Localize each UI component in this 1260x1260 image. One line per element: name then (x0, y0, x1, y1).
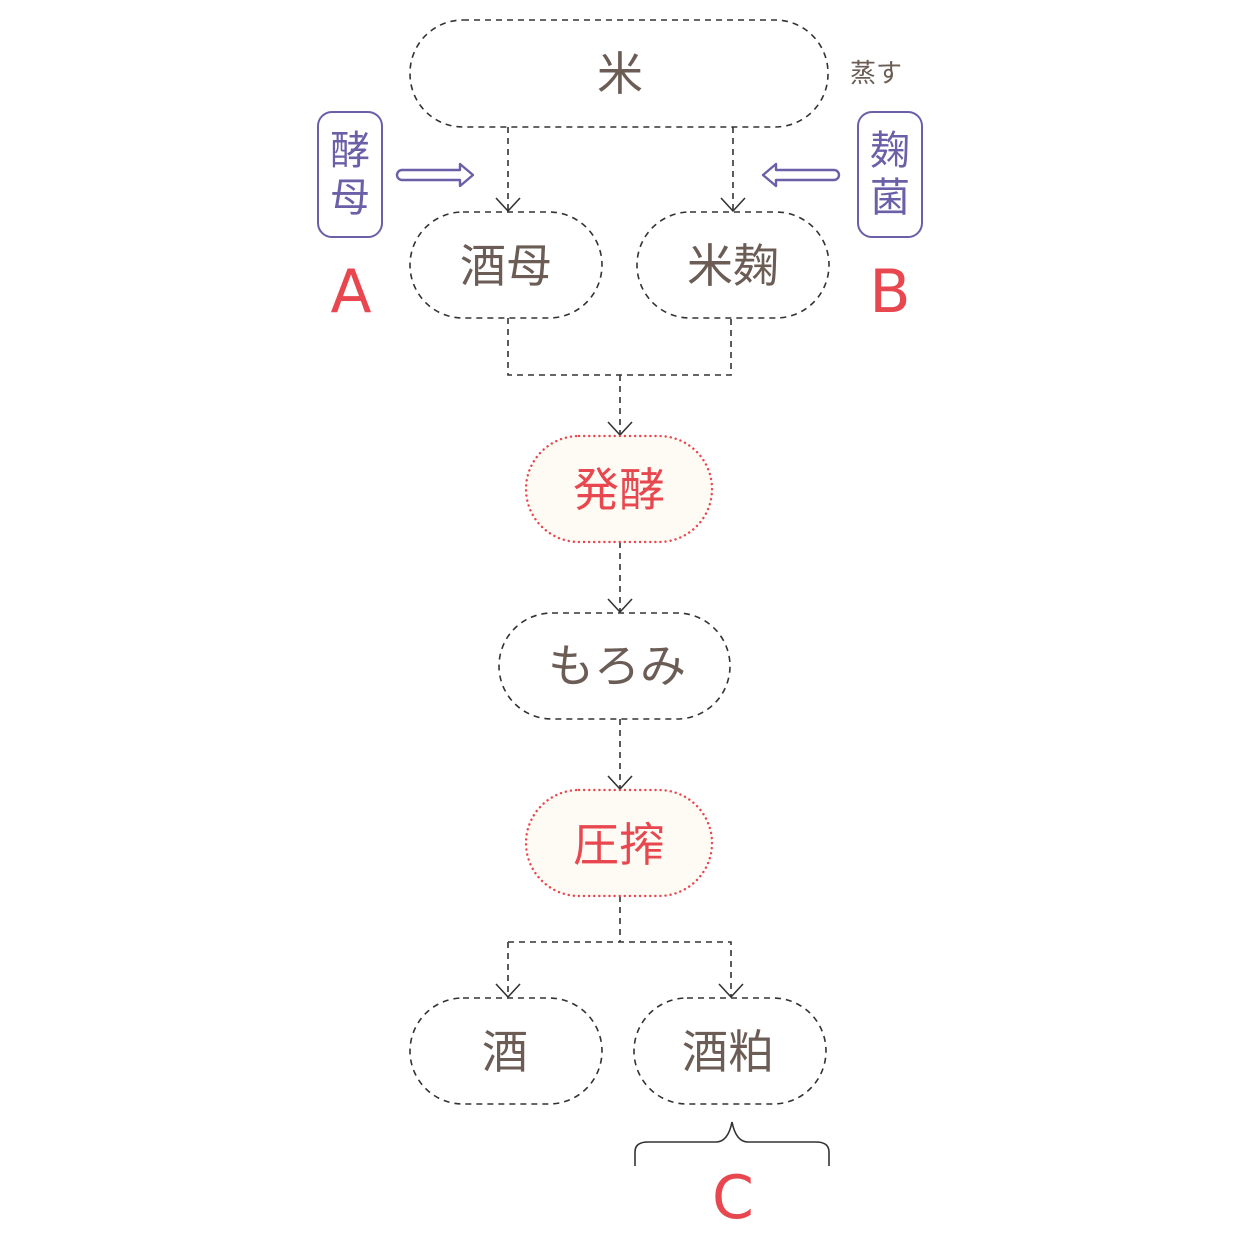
node-sake-lees-label: 酒粕 (682, 1025, 774, 1079)
steam-annotation: 蒸す (850, 59, 902, 89)
node-rice: 米 (409, 19, 829, 128)
brace-icon (634, 1121, 830, 1166)
node-yeast-starter-label: 酒母 (460, 239, 552, 293)
connectors (495, 127, 746, 999)
connector-merge-to-fermentation (507, 318, 732, 434)
input-koji-char: 麹 (870, 128, 910, 174)
node-sake: 酒 (409, 997, 603, 1105)
arrowhead-icon (495, 983, 521, 999)
arrowhead-icon (718, 983, 744, 999)
arrowhead-icon (607, 598, 633, 614)
label-a: A (330, 257, 371, 327)
input-yeast: 酵 母 (317, 111, 383, 238)
node-sake-lees: 酒粕 (633, 997, 827, 1105)
node-rice-label: 米 (597, 47, 643, 101)
process-fermentation-label: 発酵 (573, 463, 665, 517)
input-yeast-char: 母 (330, 175, 370, 221)
process-fermentation: 発酵 (524, 434, 714, 544)
node-rice-koji-label: 米麹 (687, 239, 779, 293)
arrowhead-icon (720, 197, 746, 213)
node-moromi: もろみ (498, 612, 731, 720)
node-sake-label: 酒 (482, 1025, 528, 1079)
hollow-arrow-left-icon (761, 162, 841, 188)
node-moromi-label: もろみ (548, 639, 686, 693)
input-koji-char: 菌 (870, 175, 910, 221)
hollow-arrow-right-icon (395, 162, 475, 188)
label-c: C (712, 1163, 754, 1233)
process-pressing: 圧搾 (524, 788, 714, 898)
node-yeast-starter: 酒母 (409, 211, 603, 319)
input-koji-mold: 麹 菌 (857, 111, 923, 238)
arrowhead-icon (495, 197, 521, 213)
connector-pressing-split (507, 896, 732, 996)
node-rice-koji: 米麹 (636, 211, 830, 319)
input-yeast-char: 酵 (330, 128, 370, 174)
label-b: B (869, 257, 910, 327)
process-pressing-label: 圧搾 (573, 818, 665, 872)
